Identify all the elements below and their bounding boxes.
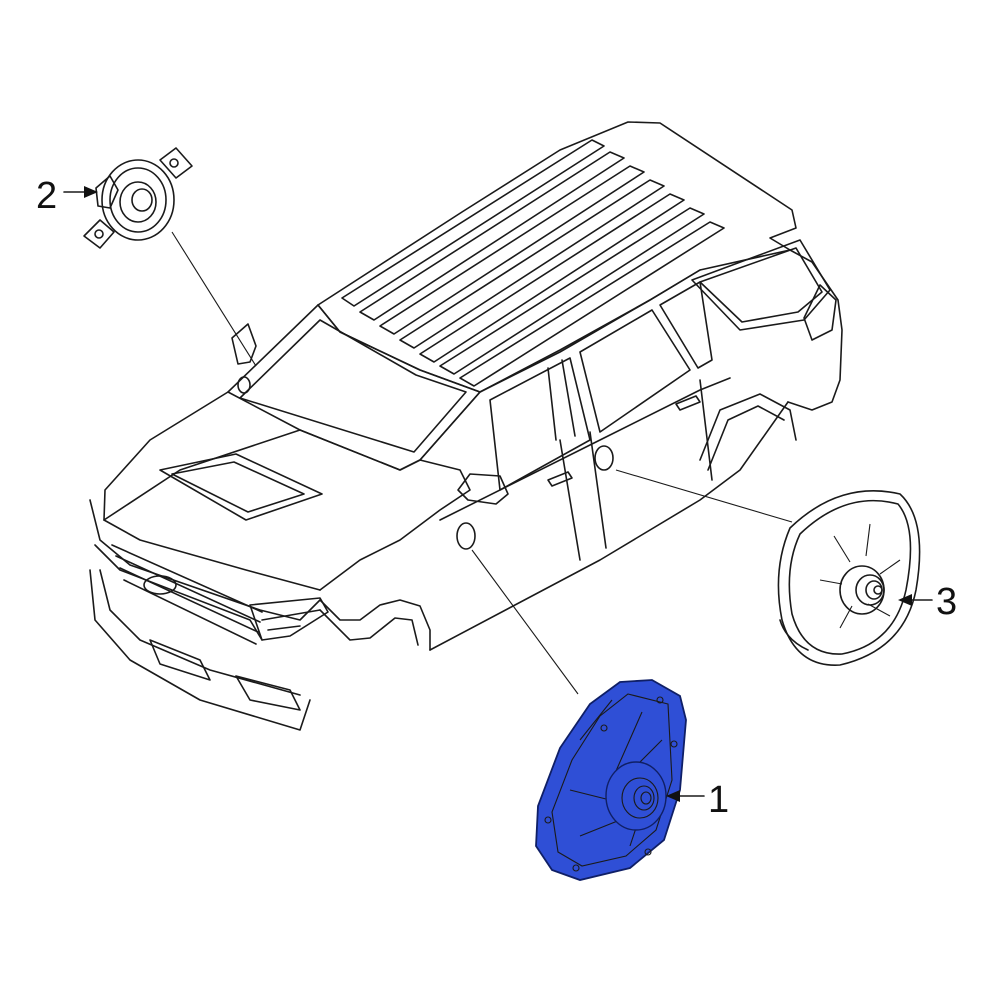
leader-lines xyxy=(171,231,793,695)
door-speaker-location-rear xyxy=(594,445,614,471)
callout-3-label: 3 xyxy=(936,581,957,623)
tweeter-location xyxy=(237,376,251,394)
callout-1: 1 xyxy=(666,779,729,821)
front-door-speaker-part[interactable] xyxy=(535,679,687,881)
callout-2: 2 xyxy=(36,175,98,217)
door-speaker-location-front xyxy=(456,522,476,550)
roof-ribs xyxy=(341,139,725,387)
callout-2-label: 2 xyxy=(36,175,57,217)
callout-3: 3 xyxy=(898,581,957,623)
vehicle-outline xyxy=(89,121,843,731)
brand-emblem-icon xyxy=(143,575,177,595)
rear-door-speaker-part xyxy=(777,490,921,666)
tweeter-part xyxy=(83,147,193,249)
callout-1-label: 1 xyxy=(708,779,729,821)
